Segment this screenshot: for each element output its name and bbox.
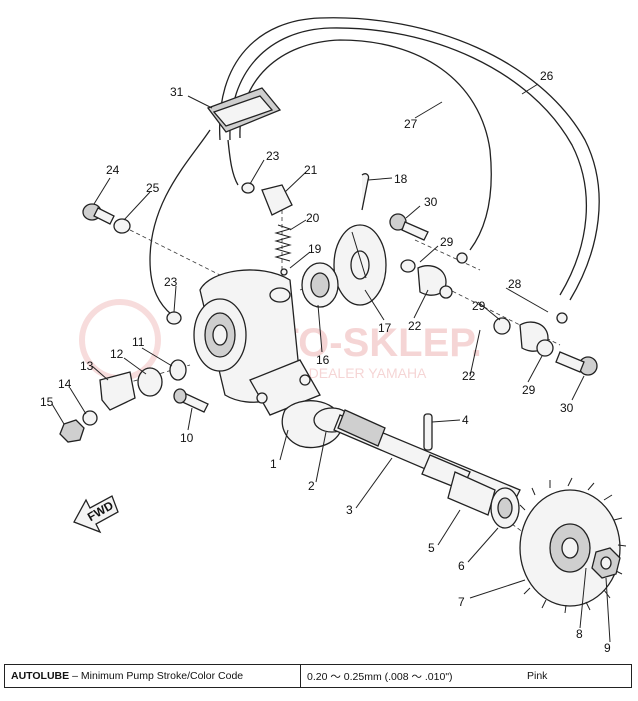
spec-color: Pink [527, 670, 548, 682]
callout-23a: 23 [266, 149, 280, 163]
callout-3: 3 [346, 503, 353, 517]
callout-1: 1 [270, 457, 277, 471]
callout-18: 18 [394, 172, 408, 186]
callout-2: 2 [308, 479, 315, 493]
callout-24: 24 [106, 163, 120, 177]
callout-29a: 29 [440, 235, 454, 249]
callout-31: 31 [170, 85, 184, 99]
callout-17: 17 [378, 321, 392, 335]
callout-26: 26 [540, 69, 554, 83]
callout-20: 20 [306, 211, 320, 225]
bearing [301, 262, 339, 308]
callout-13: 13 [80, 359, 94, 373]
pump-lever [59, 359, 187, 443]
callout-29b: 29 [472, 299, 486, 313]
hose-clamp [206, 87, 282, 133]
callout-11: 11 [132, 335, 145, 349]
washer-23 [166, 311, 182, 325]
spec-label: AUTOLUBE – Minimum Pump Stroke/Color Cod… [5, 665, 301, 687]
spec-label-bold: AUTOLUBE [11, 670, 70, 682]
leader-lines [51, 83, 611, 643]
callout-10: 10 [180, 431, 194, 445]
spring [274, 224, 292, 276]
callout-27: 27 [404, 117, 418, 131]
right-fittings [389, 213, 598, 376]
callout-21: 21 [304, 163, 318, 177]
callout-25: 25 [146, 181, 160, 195]
spec-label-text: – Minimum Pump Stroke/Color Code [72, 670, 244, 682]
screw-24 [82, 203, 131, 234]
callout-22b: 22 [462, 369, 476, 383]
spec-table: AUTOLUBE – Minimum Pump Stroke/Color Cod… [4, 664, 632, 688]
callout-15: 15 [40, 395, 54, 409]
callout-14: 14 [58, 377, 72, 391]
callout-numbers: 1 2 3 4 5 6 7 8 9 10 11 12 13 14 15 16 1… [40, 69, 611, 655]
spec-value: 0.20 ～ 0.25mm (.008 ～ .010") [307, 670, 453, 683]
oil-hoses [149, 17, 600, 316]
forward-arrow: FWD [73, 495, 119, 534]
drive-gear [519, 477, 627, 614]
driven-gear [333, 173, 387, 306]
callout-23b: 23 [164, 275, 178, 289]
callout-7: 7 [458, 595, 465, 609]
callout-6: 6 [458, 559, 465, 573]
callout-30b: 30 [560, 401, 574, 415]
banjo-fitting [241, 182, 293, 216]
callout-5: 5 [428, 541, 435, 555]
callout-28: 28 [508, 277, 522, 291]
bolt-10 [173, 388, 209, 413]
callout-19: 19 [308, 242, 322, 256]
callout-4: 4 [462, 413, 469, 427]
bushing-and-seal [447, 471, 520, 529]
nut-and-washer [591, 547, 621, 579]
pin [423, 413, 433, 451]
callout-22a: 22 [408, 319, 422, 333]
callout-8: 8 [576, 627, 583, 641]
pump-body [193, 269, 321, 416]
callout-29c: 29 [522, 383, 536, 397]
callout-16: 16 [316, 353, 330, 367]
callout-30a: 30 [424, 195, 438, 209]
callout-9: 9 [604, 641, 611, 655]
callout-12: 12 [110, 347, 124, 361]
